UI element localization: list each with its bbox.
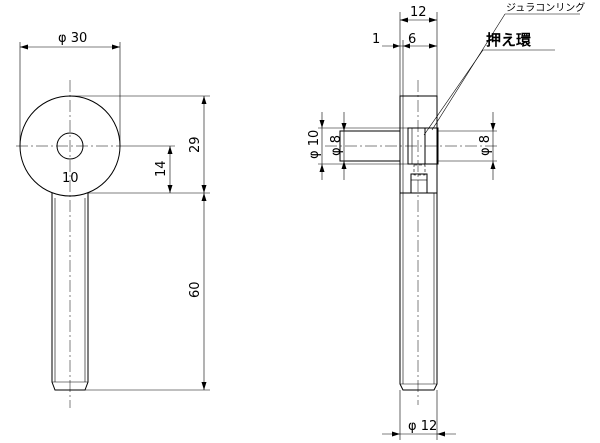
arrowhead: [319, 120, 325, 128]
arrowhead: [20, 44, 28, 50]
label-retaining-ring: 押え環: [486, 31, 532, 49]
dim-1: 1: [372, 32, 380, 47]
arrowhead: [341, 123, 347, 131]
dim-diameter-8-left: φ 8: [329, 135, 344, 156]
engraving-number: 10: [62, 171, 79, 186]
dim-diameter-8-right: φ 8: [478, 135, 493, 156]
arrowhead: [400, 17, 408, 23]
dim-6: 6: [408, 32, 416, 47]
leader-line: [431, 13, 506, 131]
hidden-feature: [413, 164, 426, 176]
arrowhead: [437, 431, 445, 437]
label-duracon-ring: ジュラコンリング: [506, 1, 585, 14]
dim-60: 60: [188, 281, 203, 298]
arrowhead: [392, 431, 400, 437]
dim-12-top: 12: [410, 5, 427, 20]
dim-14: 14: [154, 160, 169, 177]
arrowhead: [490, 123, 496, 131]
arrowhead: [201, 96, 207, 104]
retaining-ring: [424, 127, 439, 165]
dim-diameter-30: φ 30: [58, 31, 87, 46]
front-view: 10 φ 30 29 14 60: [16, 31, 210, 408]
arrowhead: [319, 164, 325, 172]
arrowhead: [429, 17, 437, 23]
side-boss: [410, 173, 428, 194]
arrowhead: [167, 185, 173, 193]
arrowhead: [403, 43, 410, 49]
dim-diameter-12-bottom: φ 12: [408, 419, 437, 434]
arrowhead: [201, 382, 207, 390]
leader-line: [423, 49, 484, 136]
dim-diameter-10: φ 10: [307, 130, 322, 159]
arrowhead: [201, 193, 207, 201]
arrowhead: [341, 161, 347, 169]
arrowhead: [429, 43, 437, 49]
side-head: [399, 95, 438, 194]
arrowhead: [112, 44, 120, 50]
dim-29: 29: [188, 136, 203, 153]
side-shaft-outline: [399, 193, 438, 391]
arrowhead: [393, 43, 400, 49]
arrowhead: [490, 161, 496, 169]
arrowhead: [201, 185, 207, 193]
side-view: 12 1 6 ジュラコンリング 押え環 φ 10 φ 8 φ 8: [307, 1, 585, 440]
arrowhead: [167, 146, 173, 154]
